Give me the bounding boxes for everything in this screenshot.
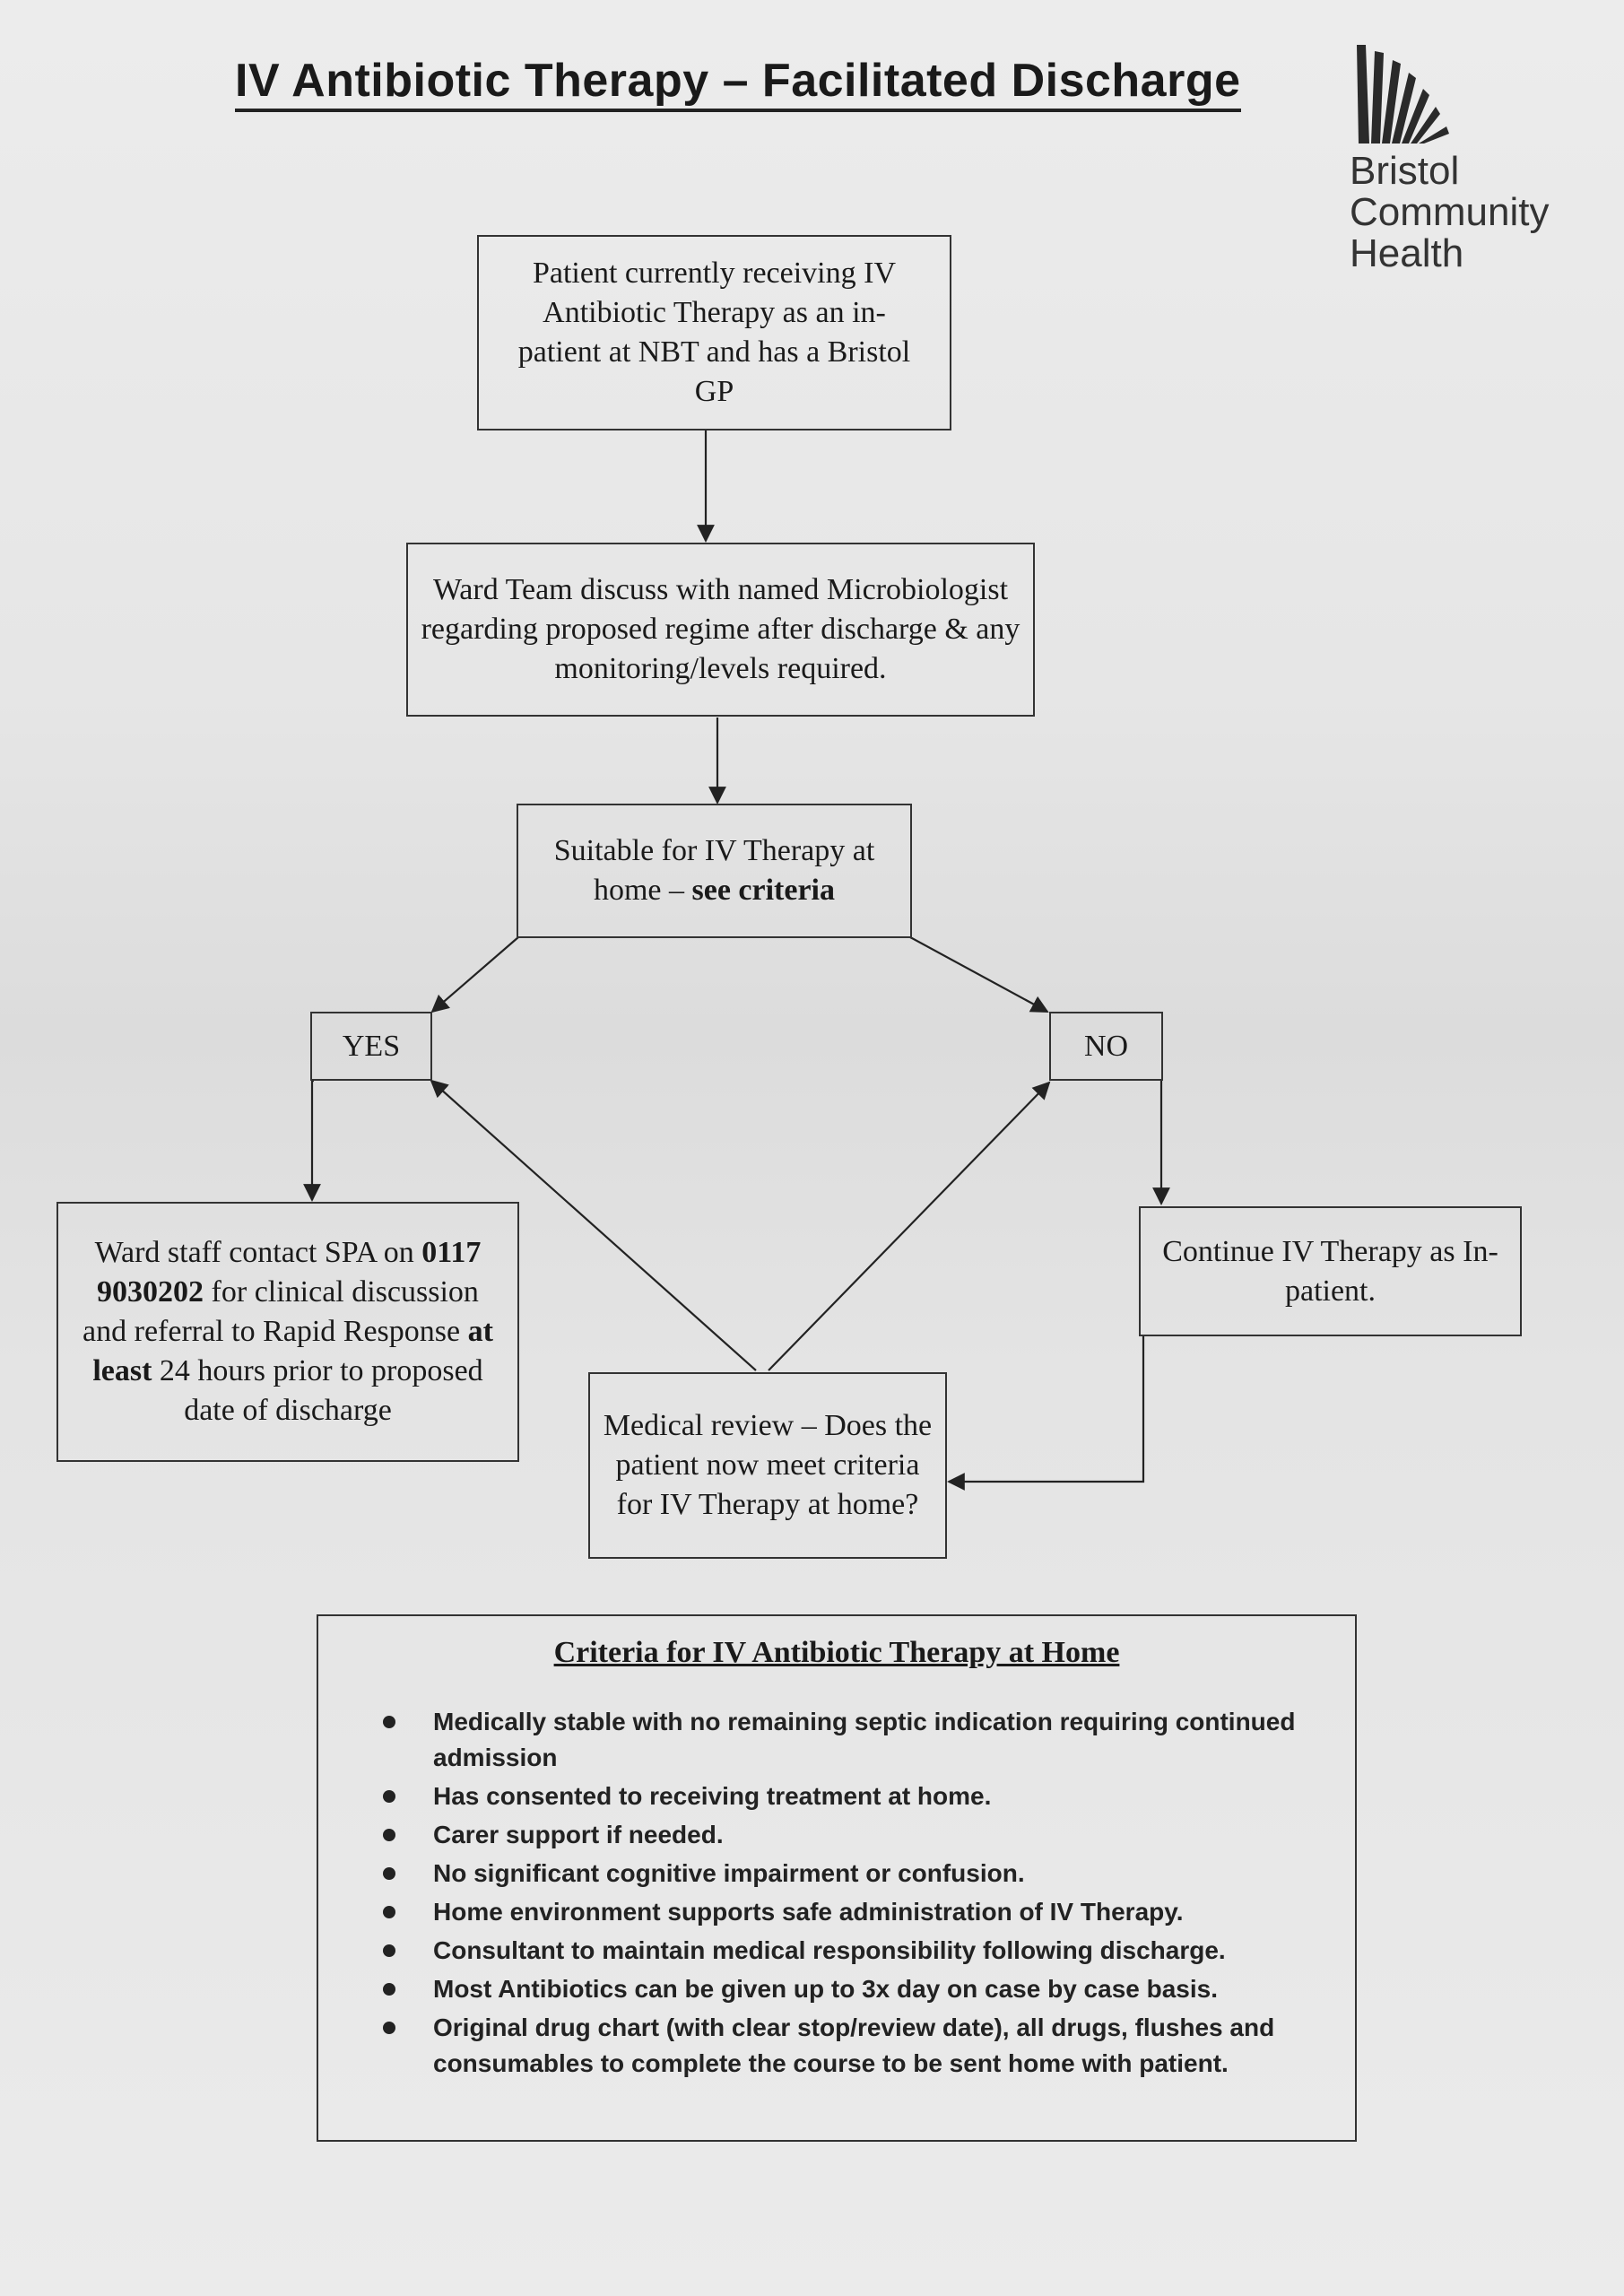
node-start-text: Patient currently receiving IV Antibioti… (517, 257, 911, 408)
node-ward-team: Ward Team discuss with named Microbiolog… (406, 543, 1035, 717)
decision-no: NO (1049, 1012, 1163, 1081)
criteria-item: Most Antibiotics can be given up to 3x d… (381, 1971, 1323, 2007)
arrow-review-to-no (768, 1081, 1051, 1371)
bullet-icon (383, 1906, 395, 1918)
ward-staff-text-a: Ward staff contact SPA on (94, 1236, 422, 1269)
bullet-icon (383, 1944, 395, 1957)
node-continue-text: Continue IV Therapy as In-patient. (1162, 1234, 1498, 1308)
bullet-icon (383, 1716, 395, 1728)
logo-line: Community (1350, 190, 1550, 234)
ward-staff-phone: 0117 9030202 (97, 1236, 482, 1309)
node-suitable-text: Suitable for IV Therapy at home – see cr… (549, 831, 881, 910)
node-medical-review: Medical review – Does the patient now me… (588, 1372, 947, 1559)
node-suitable: Suitable for IV Therapy at home – see cr… (517, 804, 912, 938)
node-start: Patient currently receiving IV Antibioti… (477, 235, 951, 430)
logo-text: Bristol Community Health (1350, 151, 1550, 274)
ward-staff-text-c: 24 hours prior to proposed date of disch… (152, 1354, 483, 1427)
fan-logo-icon (1357, 45, 1449, 144)
arrow-continue-to-review (947, 1336, 1145, 1491)
criteria-title: Criteria for IV Antibiotic Therapy at Ho… (553, 1636, 1120, 1669)
decision-yes: YES (310, 1012, 432, 1081)
arrow-review-to-yes (430, 1079, 757, 1371)
logo-line: Bristol (1350, 149, 1460, 193)
node-ward-staff-text: Ward staff contact SPA on 0117 9030202 f… (73, 1233, 503, 1431)
arrow-suitable-to-yes (430, 936, 519, 1013)
criteria-item-text: Home environment supports safe administr… (433, 1898, 1184, 1926)
node-suitable-prefix: Suitable for IV Therapy at home – (553, 834, 875, 907)
node-ward-team-text: Ward Team discuss with named Microbiolog… (421, 573, 1020, 685)
logo-line: Health (1350, 231, 1464, 275)
criteria-item-text: Has consented to receiving treatment at … (433, 1782, 992, 1810)
criteria-item-text: Carer support if needed. (433, 1821, 724, 1848)
decision-yes-text: YES (342, 1029, 401, 1063)
criteria-item: No significant cognitive impairment or c… (381, 1856, 1323, 1892)
criteria-item: Medically stable with no remaining septi… (381, 1704, 1323, 1776)
ward-staff-bold: at least (92, 1315, 493, 1387)
bullet-icon (383, 1790, 395, 1803)
criteria-item: Carer support if needed. (381, 1817, 1323, 1853)
criteria-item-text: Medically stable with no remaining septi… (433, 1708, 1296, 1771)
criteria-item: Home environment supports safe administr… (381, 1894, 1323, 1930)
node-continue: Continue IV Therapy as In-patient. (1139, 1206, 1522, 1336)
criteria-box: Criteria for IV Antibiotic Therapy at Ho… (317, 1614, 1357, 2142)
bullet-icon (383, 1867, 395, 1880)
criteria-item-text: Most Antibiotics can be given up to 3x d… (433, 1975, 1218, 2003)
criteria-item-text: No significant cognitive impairment or c… (433, 1859, 1025, 1887)
decision-no-text: NO (1083, 1029, 1129, 1063)
criteria-item: Original drug chart (with clear stop/rev… (381, 2010, 1323, 2082)
criteria-item: Has consented to receiving treatment at … (381, 1779, 1323, 1814)
arrow-yes-to-ward-staff (303, 1079, 321, 1202)
page-title: IV Antibiotic Therapy – Facilitated Disc… (235, 55, 1241, 113)
criteria-item: Consultant to maintain medical responsib… (381, 1933, 1323, 1969)
ward-staff-text-b: for clinical discussion and referral to … (83, 1275, 479, 1348)
node-medical-review-text: Medical review – Does the patient now me… (603, 1409, 933, 1521)
node-suitable-bold: see criteria (691, 874, 836, 907)
bullet-icon (383, 1829, 395, 1841)
criteria-item-text: Original drug chart (with clear stop/rev… (433, 2013, 1275, 2077)
bullet-icon (383, 1983, 395, 1996)
criteria-item-text: Consultant to maintain medical responsib… (433, 1936, 1226, 1964)
criteria-list: Medically stable with no remaining septi… (381, 1704, 1323, 2084)
node-ward-staff: Ward staff contact SPA on 0117 9030202 f… (56, 1202, 519, 1462)
arrow-suitable-to-no (909, 936, 1049, 1013)
bullet-icon (383, 2022, 395, 2034)
